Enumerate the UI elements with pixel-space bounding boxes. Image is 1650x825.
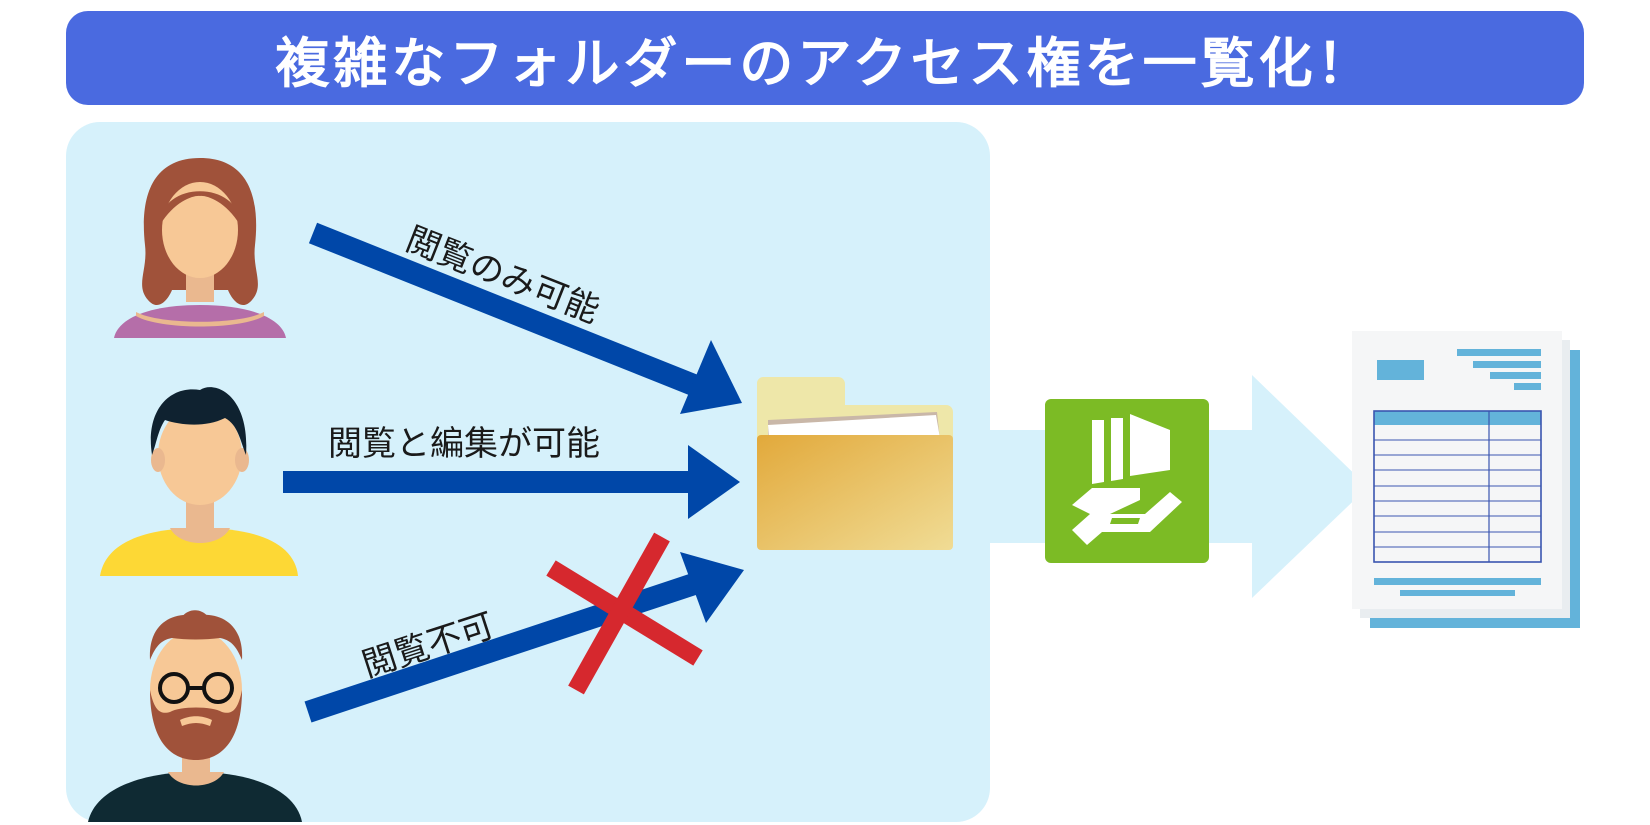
man-avatar xyxy=(100,387,298,576)
hand-logo-icon xyxy=(1045,399,1209,563)
title-banner: 複雑なフォルダーのアクセス権を一覧化！ xyxy=(66,11,1584,105)
folder-icon xyxy=(757,377,953,550)
page-title: 複雑なフォルダーのアクセス権を一覧化！ xyxy=(275,31,1375,95)
read-write-arrow xyxy=(283,445,740,519)
woman-avatar xyxy=(114,158,286,338)
report-document-icon xyxy=(1352,331,1580,628)
read-write-label: 閲覧と編集が可能 xyxy=(328,424,600,464)
denied-cross-icon xyxy=(546,532,703,695)
bearded-man-avatar xyxy=(88,610,302,822)
read-only-arrow xyxy=(308,222,742,414)
